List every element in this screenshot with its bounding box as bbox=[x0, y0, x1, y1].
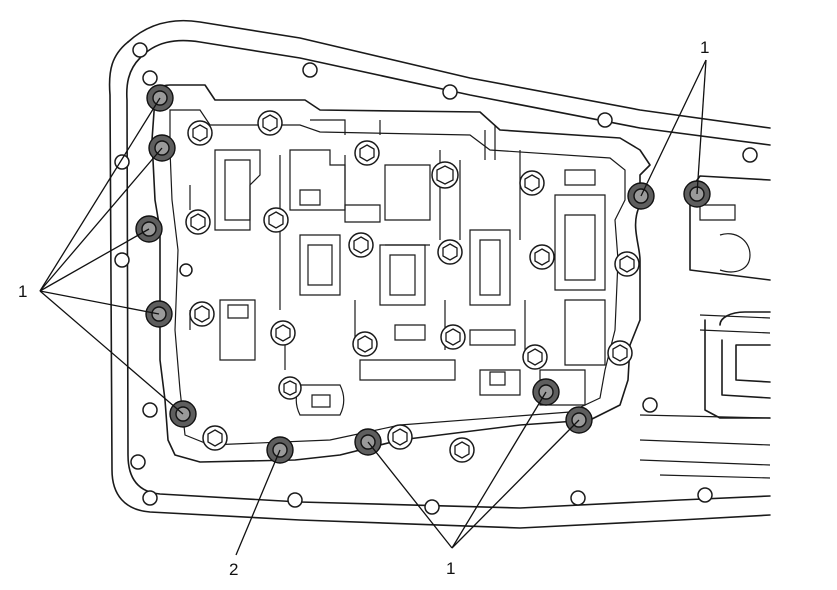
callout-labels: 1 1 1 2 bbox=[18, 38, 709, 579]
callout-top-right-label: 1 bbox=[700, 38, 709, 57]
bolt bbox=[187, 120, 213, 146]
bolt bbox=[202, 425, 228, 451]
bolt bbox=[449, 437, 475, 463]
valve-body-plate bbox=[151, 84, 651, 463]
leader-lines bbox=[39, 59, 707, 556]
bolt-1-f bbox=[627, 182, 655, 210]
bolt bbox=[185, 209, 211, 235]
bolt bbox=[263, 207, 289, 233]
bolt bbox=[387, 424, 413, 450]
bolt bbox=[522, 344, 548, 370]
callout-left-label: 1 bbox=[18, 282, 27, 301]
bolt bbox=[278, 376, 302, 400]
bolt bbox=[354, 140, 380, 166]
bolt bbox=[519, 170, 545, 196]
transmission-case-outline bbox=[108, 19, 771, 529]
bolt bbox=[607, 340, 633, 366]
bolt bbox=[348, 232, 374, 258]
callout-bottom-left-label: 2 bbox=[229, 560, 238, 579]
bolt bbox=[270, 320, 296, 346]
case-holes bbox=[114, 42, 758, 515]
bolt bbox=[614, 251, 640, 277]
bolt bbox=[352, 331, 378, 357]
bolt bbox=[437, 239, 463, 265]
bolt bbox=[440, 324, 466, 350]
bolt bbox=[431, 161, 459, 189]
plain-bolts bbox=[185, 110, 640, 463]
bolt bbox=[257, 110, 283, 136]
bolt bbox=[529, 244, 555, 270]
bolt bbox=[189, 301, 215, 327]
callout-bottom-center-label: 1 bbox=[446, 559, 455, 578]
